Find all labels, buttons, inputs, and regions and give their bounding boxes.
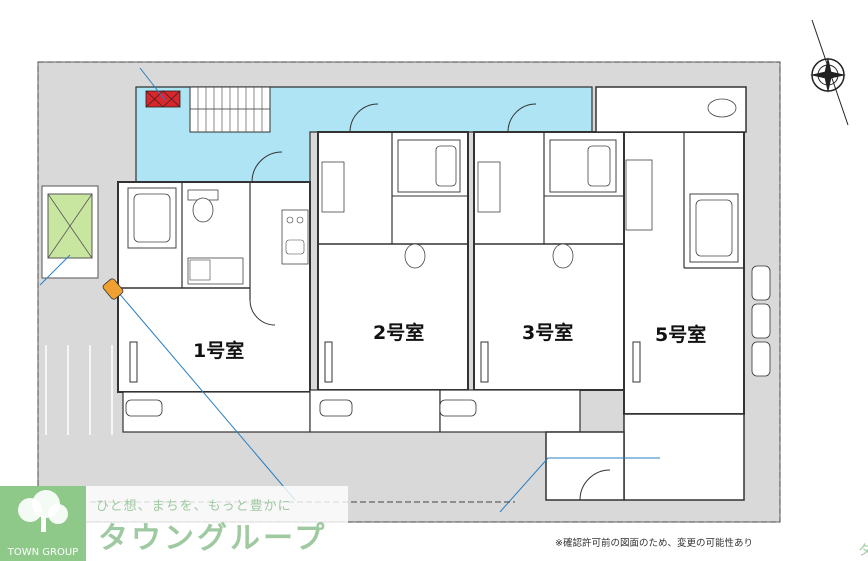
room-label-1: 1号室	[193, 340, 245, 362]
room-label-2: 2号室	[373, 322, 425, 344]
lamp	[102, 278, 124, 300]
site-boundary	[37, 61, 781, 523]
bicycle-icon	[125, 265, 771, 417]
brand-tagline: ひと想、まちを、もっと豊かに	[96, 499, 292, 514]
brand-edge-char: タ	[858, 543, 868, 559]
brand-name: タウングループ	[98, 521, 328, 556]
stairs-icon	[189, 86, 271, 133]
parking-area	[45, 345, 113, 435]
stove-icon	[281, 209, 309, 265]
room-label-3: 3号室	[522, 322, 574, 344]
sink-icon	[187, 257, 244, 285]
brand-banner	[86, 486, 348, 548]
brand-logo-text: TOWN GROUP	[7, 547, 79, 558]
brand-logo: TOWN GROUP	[0, 486, 86, 561]
unit-1-door	[251, 151, 283, 183]
meter-box-marks	[145, 90, 181, 108]
compass-icon	[810, 19, 849, 126]
entrance	[545, 431, 625, 501]
toilet-icon	[187, 189, 219, 223]
leader-lines	[39, 67, 660, 513]
bathtub-icon	[127, 187, 177, 249]
meter-box	[145, 90, 181, 108]
disclaimer-note: ※確認許可前の図面のため、変更の可能性あり	[555, 538, 753, 549]
unit-1-balcony	[122, 391, 311, 433]
unit-5-lower	[623, 413, 745, 501]
tree-logo-icon	[18, 490, 68, 532]
room-label-5: 5号室	[655, 324, 707, 346]
